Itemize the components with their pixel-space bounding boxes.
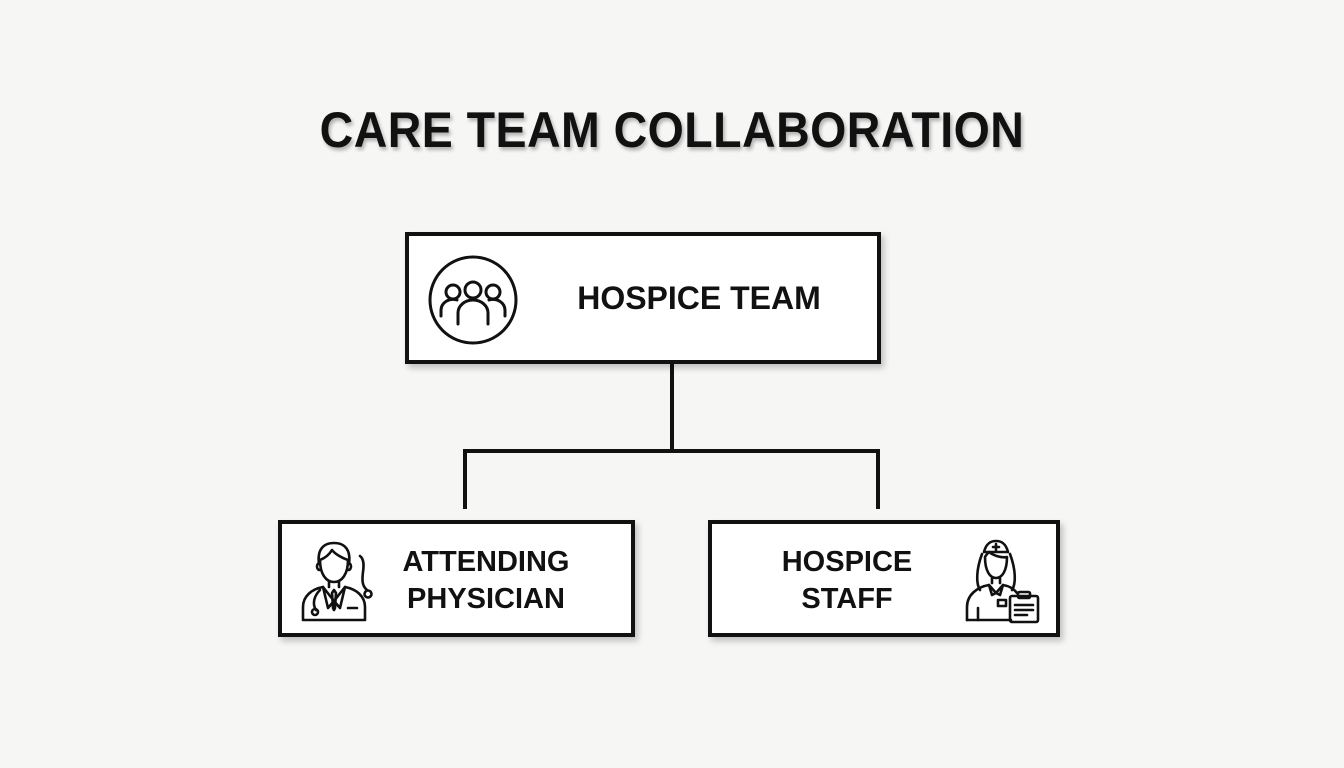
attending-physician-node: ATTENDING PHYSICIAN [278,520,635,637]
group-people-icon [428,255,518,345]
attending-physician-label: ATTENDING PHYSICIAN [386,544,586,618]
hospice-team-node: HOSPICE TEAM [405,232,881,364]
hospice-team-label: HOSPICE TEAM [577,280,821,316]
diagram-title: CARE TEAM COLLABORATION [319,102,1025,158]
attending-physician-label-line2: PHYSICIAN [407,583,565,615]
hospice-staff-label-line2: STAFF [801,583,893,615]
hospice-staff-label-line1: HOSPICE [781,546,913,578]
nurse-clipboard-icon [965,539,1040,624]
hospice-staff-node: HOSPICE STAFF [708,520,1060,637]
hospice-staff-label: HOSPICE STAFF [762,544,932,618]
doctor-stethoscope-icon [301,541,373,622]
attending-physician-label-line1: ATTENDING [402,546,570,578]
